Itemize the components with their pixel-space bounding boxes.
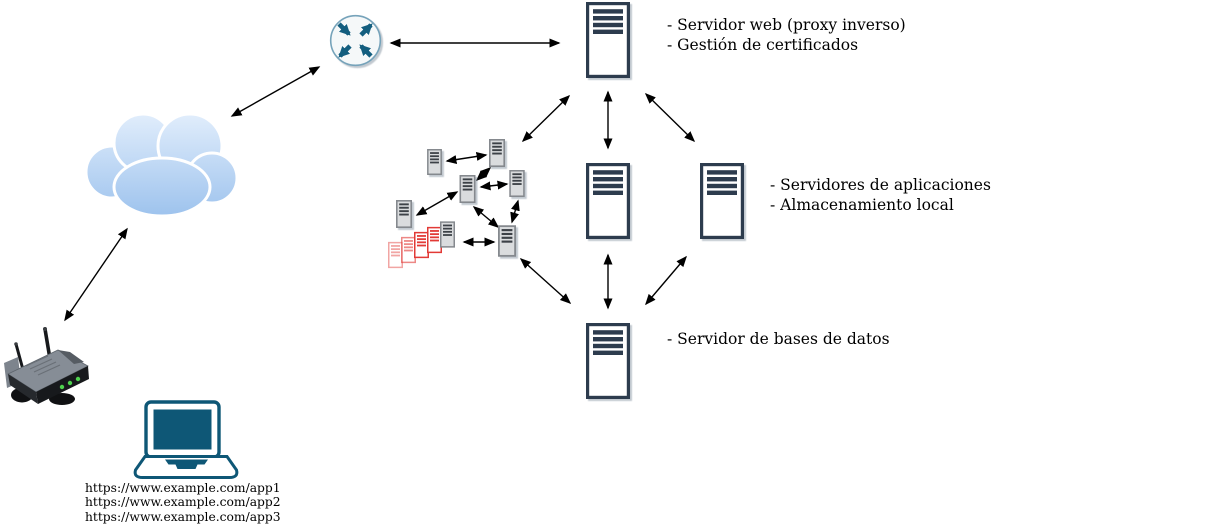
app-servers-label: - Servidores de aplicaciones - Almacenam… xyxy=(770,176,991,215)
web-server-label: - Servidor web (proxy inverso) - Gestión… xyxy=(667,16,906,55)
url-app1: https://www.example.com/app1 xyxy=(85,481,281,495)
router-icon xyxy=(329,14,382,67)
replica-server-icon xyxy=(427,226,442,254)
web-server-label-line2: - Gestión de certificados xyxy=(667,35,859,54)
replica-server-icon xyxy=(401,236,416,264)
app-server-2-icon xyxy=(700,163,744,239)
cluster-node-icon xyxy=(396,200,412,228)
app-servers-label-line1: - Servidores de aplicaciones xyxy=(770,176,991,194)
arrow-app2-db xyxy=(645,255,687,306)
arrow-cluster-e-c xyxy=(415,191,459,216)
cluster-node-icon xyxy=(459,175,476,203)
app-server-1-icon xyxy=(586,163,630,239)
internet-cloud-icon xyxy=(84,112,239,218)
arrow-cluster-a-b xyxy=(445,151,488,165)
url-app2: https://www.example.com/app2 xyxy=(85,495,281,510)
replica-server-icon xyxy=(414,231,429,259)
cluster-node-icon xyxy=(489,139,505,167)
web-server-icon xyxy=(586,2,630,78)
client-urls: https://www.example.com/app1 https://www… xyxy=(85,481,281,524)
wireless-modem-icon xyxy=(4,327,89,405)
arrow-cloud-modem xyxy=(64,227,128,322)
cluster-node-icon xyxy=(427,149,442,175)
arrow-web-cluster xyxy=(521,94,571,143)
arrow-cluster-c-f xyxy=(472,206,500,228)
db-server-label: - Servidor de bases de datos xyxy=(667,330,890,350)
arrow-cluster-c-d xyxy=(479,180,509,191)
cluster-node-icon xyxy=(498,225,516,257)
connector-arrows xyxy=(64,38,696,322)
db-server-label-line1: - Servidor de bases de datos xyxy=(667,330,890,348)
arrow-cloud-router xyxy=(230,66,321,117)
db-server-icon xyxy=(586,323,630,399)
app-servers-label-line2: - Almacenamiento local xyxy=(770,195,954,214)
arrow-web-app2 xyxy=(644,92,696,143)
replica-server-icon xyxy=(440,221,455,248)
replica-server-icon xyxy=(388,241,403,269)
cluster-node-icon xyxy=(509,170,525,197)
arrow-cluster-b-c xyxy=(475,166,492,182)
web-server-label-line1: - Servidor web (proxy inverso) xyxy=(667,16,906,34)
arrow-cluster-db xyxy=(519,257,572,305)
url-app3: https://www.example.com/app3 xyxy=(85,509,281,524)
laptop-icon xyxy=(133,400,239,479)
replica-stack-icon xyxy=(388,221,455,269)
arrow-cluster-d-f xyxy=(510,199,520,224)
